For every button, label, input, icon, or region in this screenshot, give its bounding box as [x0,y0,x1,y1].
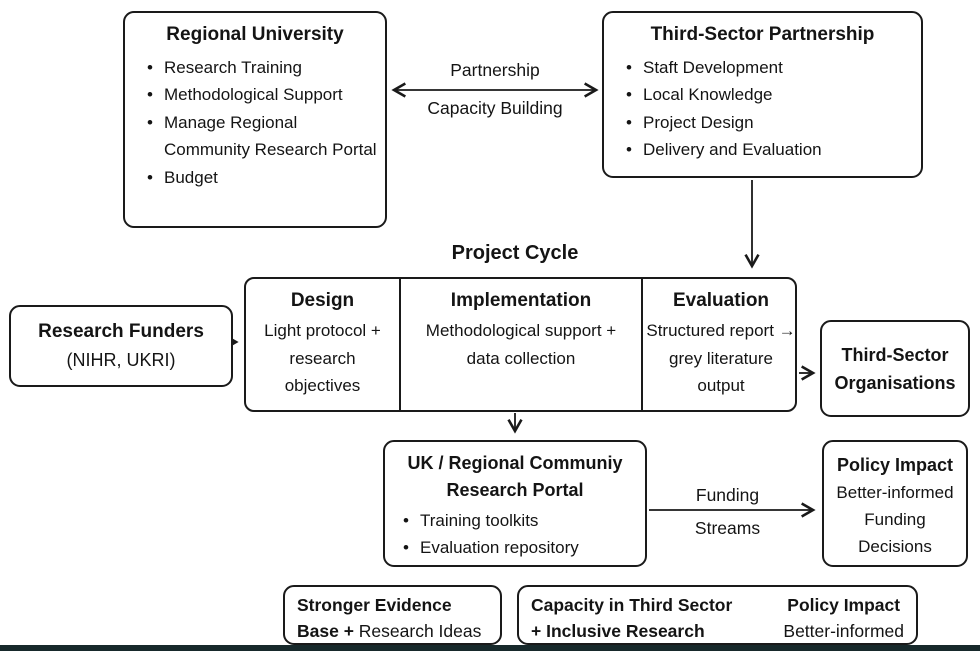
funding-streams-label-line2: Streams [694,518,761,538]
stage-evaluation: Evaluation Structured report → grey lite… [643,279,799,410]
policy-impact-outcome-line1: Policy Impact [787,595,901,615]
stronger-evidence-content: Stronger Evidence Base + Research Ideas [285,587,500,643]
research-portal-title: UK / Regional Communiy Research Portal [407,453,623,500]
bullet-item: Local Knowledge [626,81,915,109]
stage-design-body: Light protocol + research objectives [264,321,381,395]
research-funders-title: Research Funders [38,321,204,342]
stage-design-title: Design [290,290,355,311]
research-portal-box: UK / Regional Communiy Research Portal T… [383,440,647,567]
stronger-evidence-line2: Base + Research Ideas [297,618,490,644]
third-sector-organisations-box: Third-Sector Organisations [820,320,970,417]
policy-impact-body: Better-informed Funding Decisions [836,483,954,556]
stage-design: Design Light protocol + research objecti… [246,279,399,410]
stage-implementation: Implementation Methodological support + … [399,279,643,410]
regional-university-box: Regional University Research Training Me… [123,11,387,228]
project-cycle-box: Design Light protocol + research objecti… [244,277,797,412]
bottom-border-bar [0,645,980,651]
stronger-evidence-line2-regular: Research Ideas [358,621,482,641]
bullet-item: Budget [147,164,379,192]
research-funders-box: Research Funders (NIHR, UKRI) [9,305,233,387]
bullet-item: Staft Development [626,54,915,82]
policy-impact-title: Policy Impact [836,455,954,475]
bullet-item: Manage Regional Community Research Porta… [147,109,379,164]
funding-streams-label-line1: Funding [695,485,760,505]
stage-evaluation-title: Evaluation [672,290,770,311]
bullet-item: Project Design [626,109,915,137]
third-sector-organisations-title: Third-Sector Organisations [834,344,956,393]
capacity-building-label: Capacity Building [427,98,563,118]
capacity-line2: + Inclusive Research [531,621,705,641]
regional-university-title: Regional University [166,24,344,45]
research-funders-subtitle: (NIHR, UKRI) [66,350,176,370]
stronger-evidence-line1: Stronger Evidence [297,592,490,618]
stronger-evidence-line2-bold: Base + [297,621,359,641]
stronger-evidence-line1-text: Stronger Evidence [297,595,452,615]
capacity-outcomes-box: Capacity in Third Sector + Inclusive Res… [517,585,918,645]
bullet-item: Evaluation repository [403,534,639,562]
stronger-evidence-box: Stronger Evidence Base + Research Ideas [283,585,502,645]
third-sector-partnership-box: Third-Sector Partnership Staft Developme… [602,11,923,178]
capacity-line1: Capacity in Third Sector [531,595,733,615]
bullet-item: Delivery and Evaluation [626,136,915,164]
bullet-item: Methodological Support [147,81,379,109]
bullet-item: Training toolkits [403,507,639,535]
stage-implementation-title: Implementation [450,290,592,311]
policy-impact-box: Policy Impact Better-informed Funding De… [822,440,968,567]
project-cycle-title: Project Cycle [451,242,579,264]
third-sector-partnership-list: Staft Development Local Knowledge Projec… [604,54,921,164]
stage-implementation-body: Methodological support + data collection [425,321,617,368]
policy-impact-outcome-line2: Better-informed [783,621,904,641]
bullet-item: Research Training [147,54,379,82]
capacity-outcomes-right-column: Policy Impact Better-informed [783,592,906,643]
capacity-outcomes-left-column: Capacity in Third Sector + Inclusive Res… [531,592,732,643]
partnership-label: Partnership [450,60,540,80]
capacity-outcomes-content: Capacity in Third Sector + Inclusive Res… [519,587,916,643]
research-portal-list: Training toolkits Evaluation repository [385,507,645,562]
stage-evaluation-body: Structured report → grey literature outp… [646,321,796,395]
third-sector-partnership-title: Third-Sector Partnership [650,24,875,45]
regional-university-list: Research Training Methodological Support… [125,54,385,191]
